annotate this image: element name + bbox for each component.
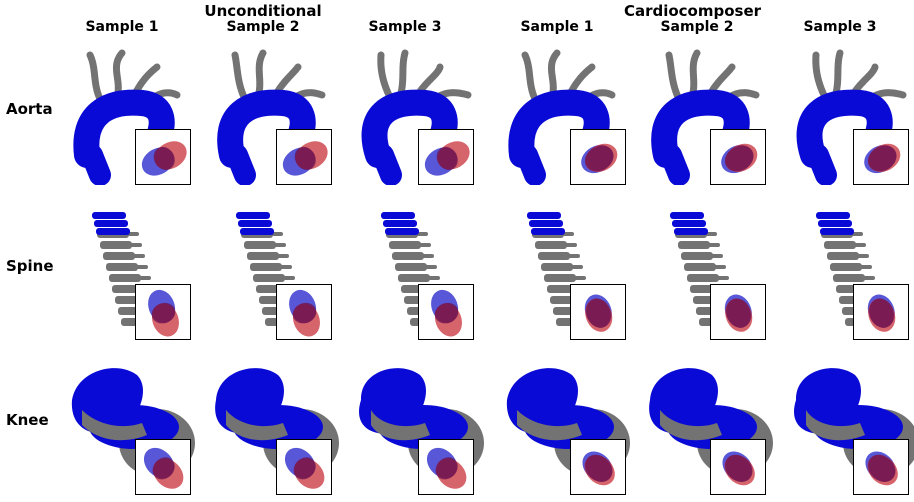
knee-ellipse-overlay-inset [135, 439, 191, 495]
spine-render-sample-2 [203, 200, 345, 340]
spine-render-sample-3 [345, 200, 487, 340]
spine-render-sample-1 [62, 200, 204, 340]
aorta-ellipse-overlay-inset [418, 129, 474, 185]
spine-render-sample-5 [637, 200, 779, 340]
column-label-6: Sample 3 [803, 19, 877, 35]
column-label-2: Sample 2 [226, 19, 300, 35]
aorta-render-sample-4 [497, 45, 639, 185]
aorta-ellipse-overlay-inset [853, 129, 909, 185]
aorta-ellipse-overlay-inset [135, 129, 191, 185]
knee-render-sample-2 [203, 355, 345, 495]
knee-ellipse-overlay-inset [418, 439, 474, 495]
aorta-ellipse-overlay-inset [276, 129, 332, 185]
spine-ellipse-overlay-inset [853, 284, 909, 340]
spine-ellipse-overlay-inset [710, 284, 766, 340]
knee-render-sample-5 [637, 355, 779, 495]
column-label-3: Sample 3 [368, 19, 442, 35]
row-label-spine: Spine [6, 257, 54, 275]
aorta-ellipse-overlay-inset [710, 129, 766, 185]
aorta-render-sample-6 [780, 45, 914, 185]
spine-ellipse-overlay-inset [570, 284, 626, 340]
column-label-4: Sample 1 [520, 19, 594, 35]
spine-ellipse-overlay-inset [276, 284, 332, 340]
aorta-render-sample-5 [637, 45, 779, 185]
column-label-1: Sample 1 [85, 19, 159, 35]
group-title-cardiocomposer: Cardiocomposer [623, 2, 762, 20]
knee-render-sample-1 [62, 355, 204, 495]
spine-ellipse-overlay-inset [418, 284, 474, 340]
row-label-knee: Knee [6, 411, 49, 429]
spine-render-sample-4 [497, 200, 639, 340]
aorta-render-sample-2 [203, 45, 345, 185]
aorta-ellipse-overlay-inset [570, 129, 626, 185]
spine-render-sample-6 [780, 200, 914, 340]
aorta-render-sample-1 [62, 45, 204, 185]
group-title-unconditional: Unconditional [204, 2, 322, 20]
knee-ellipse-overlay-inset [710, 439, 766, 495]
spine-ellipse-overlay-inset [135, 284, 191, 340]
knee-render-sample-3 [345, 355, 487, 495]
knee-ellipse-overlay-inset [276, 439, 332, 495]
row-label-aorta: Aorta [6, 100, 53, 118]
knee-ellipse-overlay-inset [853, 439, 909, 495]
knee-render-sample-4 [497, 355, 639, 495]
knee-ellipse-overlay-inset [570, 439, 626, 495]
column-label-5: Sample 2 [660, 19, 734, 35]
aorta-render-sample-3 [345, 45, 487, 185]
knee-render-sample-6 [780, 355, 914, 495]
